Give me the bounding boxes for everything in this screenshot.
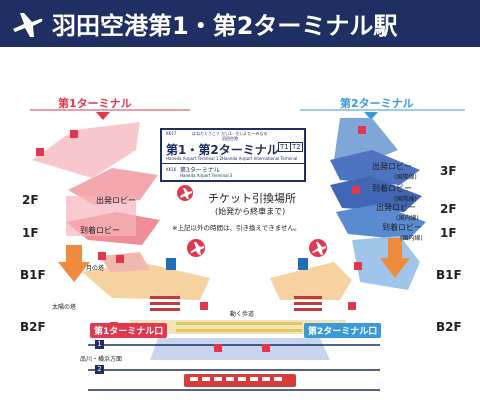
terminal2-arrival-sub: (国際線): [394, 196, 417, 203]
sign-romaji: Haneda Airport Terminal 1·2: [166, 156, 223, 161]
terminal2-2f-floor: [330, 176, 422, 212]
terminal2-arrival-sub-2: (国内線): [400, 235, 423, 242]
restroom-icon-right: [298, 258, 308, 270]
floor-label-b2f-left: B2F: [20, 320, 46, 334]
sign-subtext: Haneda Airport International Terminal: [222, 156, 298, 161]
floor-label-1f-right: 1F: [440, 226, 457, 240]
terminal2-arrival-label-2: 到着ロビー: [382, 223, 422, 232]
sign-hiragana: はねだくうこう だい1・だい2 たーみなる: [192, 131, 268, 136]
floor-label-b2f-right: B2F: [436, 320, 462, 334]
terminal1-tower-label-2: 太陽の塔: [52, 304, 77, 311]
restroom-icon-left: [166, 258, 176, 270]
ticket-exchange-hours: (始発から終車まで): [215, 207, 286, 216]
sign-badge-t1: T1: [278, 142, 291, 152]
terminal2-b1f-concourse: [270, 262, 352, 300]
sign-code: KK17: [166, 131, 177, 136]
terminal2-top: [334, 118, 398, 165]
terminal1-arrival-label: 到着ロビー: [80, 226, 120, 235]
terminal1-title: 第1ターミナル: [58, 97, 132, 110]
floor-label-2f-right: 2F: [440, 202, 457, 216]
moving-walkway-upper: [176, 322, 302, 325]
terminal2-3f-floor: [330, 150, 420, 185]
terminal2-title-underline: [300, 109, 465, 120]
terminal1-departure-label: 出発ロビー: [96, 196, 136, 205]
ticket-location-icon-legend: [177, 185, 193, 201]
terminal1-down-arrow: [58, 245, 90, 282]
platform-direction-label: 品川・横浜方面: [80, 356, 123, 363]
floor-label-b1f-right: B1F: [436, 268, 462, 282]
ticket-exchange-title: チケット引換場所: [208, 192, 296, 205]
page-title: 羽田空港第1・第2ターミナル駅: [52, 12, 398, 40]
terminal1-tower-label: 月の塔: [86, 265, 105, 272]
terminal1-roof: [32, 122, 140, 178]
track-number-1: 1: [95, 340, 104, 349]
header-bar: 羽田空港第1・第2ターミナル駅: [0, 0, 480, 47]
sign-station-name-small: 羽田空港: [222, 136, 238, 141]
terminal1-title-underline: [30, 109, 190, 120]
terminal2-departure-sub-2: (国内線): [396, 215, 419, 222]
floor-label-b1f-left: B1F: [20, 268, 46, 282]
ticket-exchange-note: ※上記以外の時間は、引き換えできません。: [172, 224, 301, 232]
sign-badge-t2: T2: [290, 142, 303, 152]
terminal2-1f-floor: [336, 204, 426, 240]
terminal2-departure-sub: (国際線): [394, 174, 417, 181]
sign-next-code: KK16: [166, 167, 177, 172]
sign-next-station-jp: 第3ターミナル: [180, 167, 220, 174]
moving-walkway-lower: [176, 329, 302, 332]
airplane-icon: [13, 13, 43, 37]
ticket-location-icon-left: [187, 239, 205, 257]
floor-label-2f-left: 2F: [22, 193, 39, 207]
terminal2-departure-label-2: 出発ロビー: [376, 203, 416, 212]
moving-walkway-label: 動く歩道: [230, 311, 255, 318]
terminal2-title: 第2ターミナル: [340, 97, 414, 110]
ticket-location-icon-right: [309, 239, 327, 257]
terminal2-arrival-label: 到着ロビー: [372, 184, 412, 193]
terminal1-exit-label: 第1ターミナル口: [90, 323, 168, 338]
track-number-2: 2: [95, 365, 104, 374]
sign-main-text: 第1・第2ターミナル: [166, 143, 279, 157]
terminal2-departure-label: 出発ロビー: [372, 162, 412, 171]
station-sign: KK17 はねだくうこう だい1・だい2 たーみなる 羽田空港 第1・第2ターミ…: [160, 128, 306, 182]
terminal1-2f-floor: [68, 168, 158, 205]
floor-label-1f-left: 1F: [22, 226, 39, 240]
sign-next-station-en: Haneda Airport Terminal 3: [180, 173, 233, 178]
terminal2-exit-label: 第2ターミナル口: [304, 323, 382, 338]
terminal2-down-arrow: [380, 238, 410, 278]
platform: [150, 338, 330, 360]
floor-label-3f-right: 3F: [440, 164, 457, 178]
